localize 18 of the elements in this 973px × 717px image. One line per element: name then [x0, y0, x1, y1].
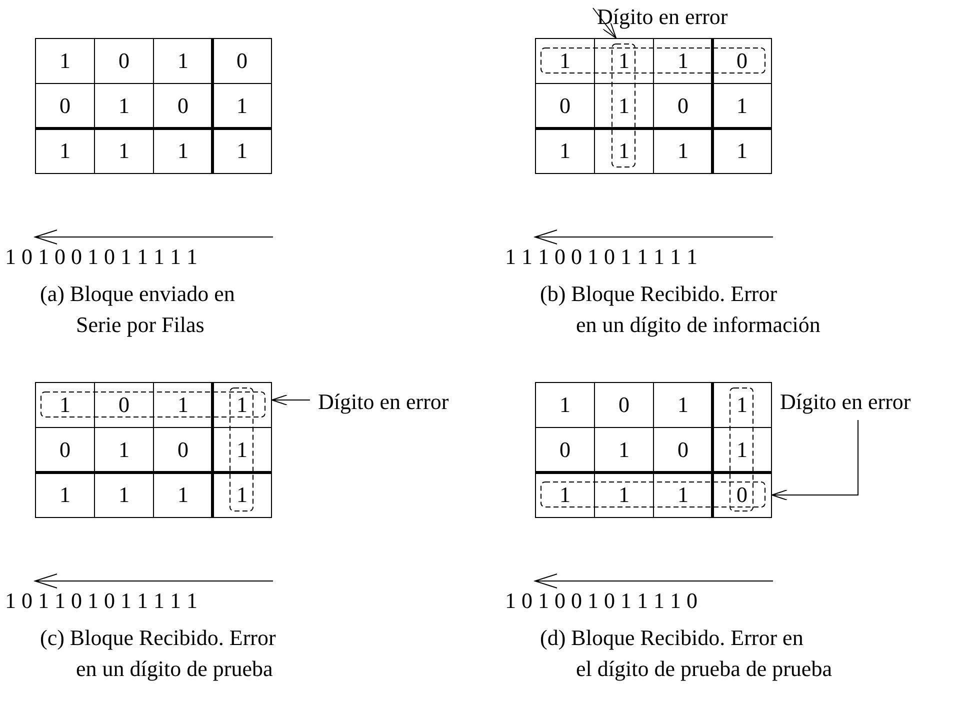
table-cell: 1	[35, 382, 95, 428]
leader-line	[592, 8, 616, 38]
bit-sequence: 1 0 1 0 0 1 0 1 1 1 1 1	[5, 244, 198, 270]
leader-line	[772, 420, 858, 500]
figure-caption: (d) Bloque Recibido. Error en el dígito de prueba de prueba	[540, 624, 832, 683]
table-cell: 1	[535, 382, 595, 428]
callout-label: Dígito en error	[597, 4, 728, 30]
bit-sequence: 1 0 1 1 0 1 0 1 1 1 1 1	[5, 588, 198, 614]
table-cell: 1	[535, 38, 595, 84]
callout-label: Dígito en error	[780, 389, 911, 415]
table-cell: 1	[35, 38, 95, 84]
bit-sequence: 1 0 1 0 0 1 0 1 1 1 1 0	[505, 588, 698, 614]
leader-line	[272, 394, 310, 406]
figure-caption: (a) Bloque enviado en Serie por Filas	[40, 280, 235, 339]
callout-label: Dígito en error	[318, 389, 449, 415]
figure-caption: (b) Bloque Recibido. Error en un dígito de información	[540, 280, 820, 339]
bit-sequence: 1 1 1 0 0 1 0 1 1 1 1 1	[505, 244, 698, 270]
figure-caption: (c) Bloque Recibido. Error en un dígito de prueba	[40, 624, 276, 683]
